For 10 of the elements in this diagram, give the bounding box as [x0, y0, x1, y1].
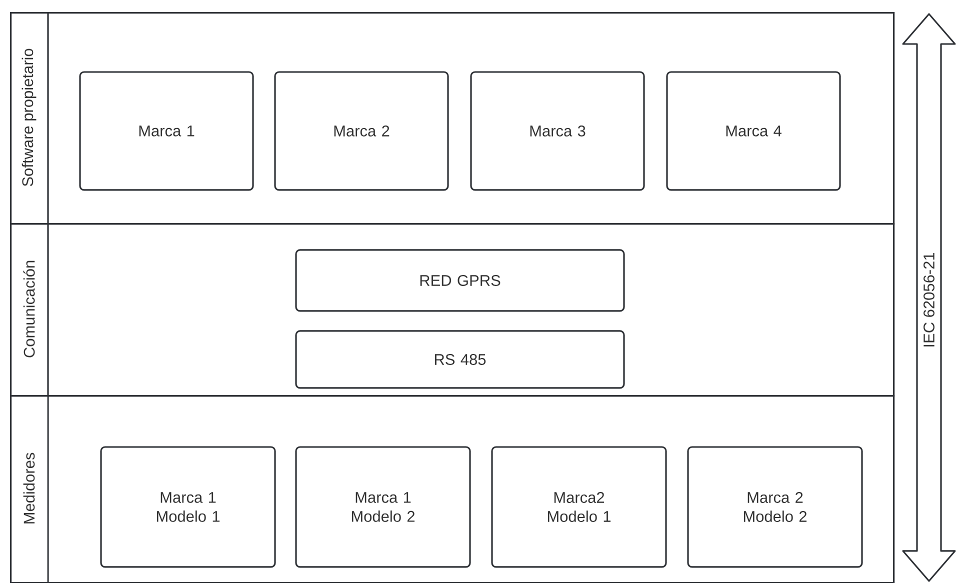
- label-box: Marca 1 Modelo 2: [295, 446, 471, 568]
- label-box: Marca 1 Modelo 1: [100, 446, 276, 568]
- label-box: RS 485: [295, 330, 625, 389]
- label-box: Marca 4: [666, 71, 841, 191]
- label-box: Marca 3: [470, 71, 645, 191]
- label-box: Marca2 Modelo 1: [491, 446, 667, 568]
- label-box: Marca 2: [274, 71, 449, 191]
- label-box: RED GPRS: [295, 249, 625, 312]
- label-box: Marca 1: [79, 71, 254, 191]
- label-box: Marca 2 Modelo 2: [687, 446, 863, 568]
